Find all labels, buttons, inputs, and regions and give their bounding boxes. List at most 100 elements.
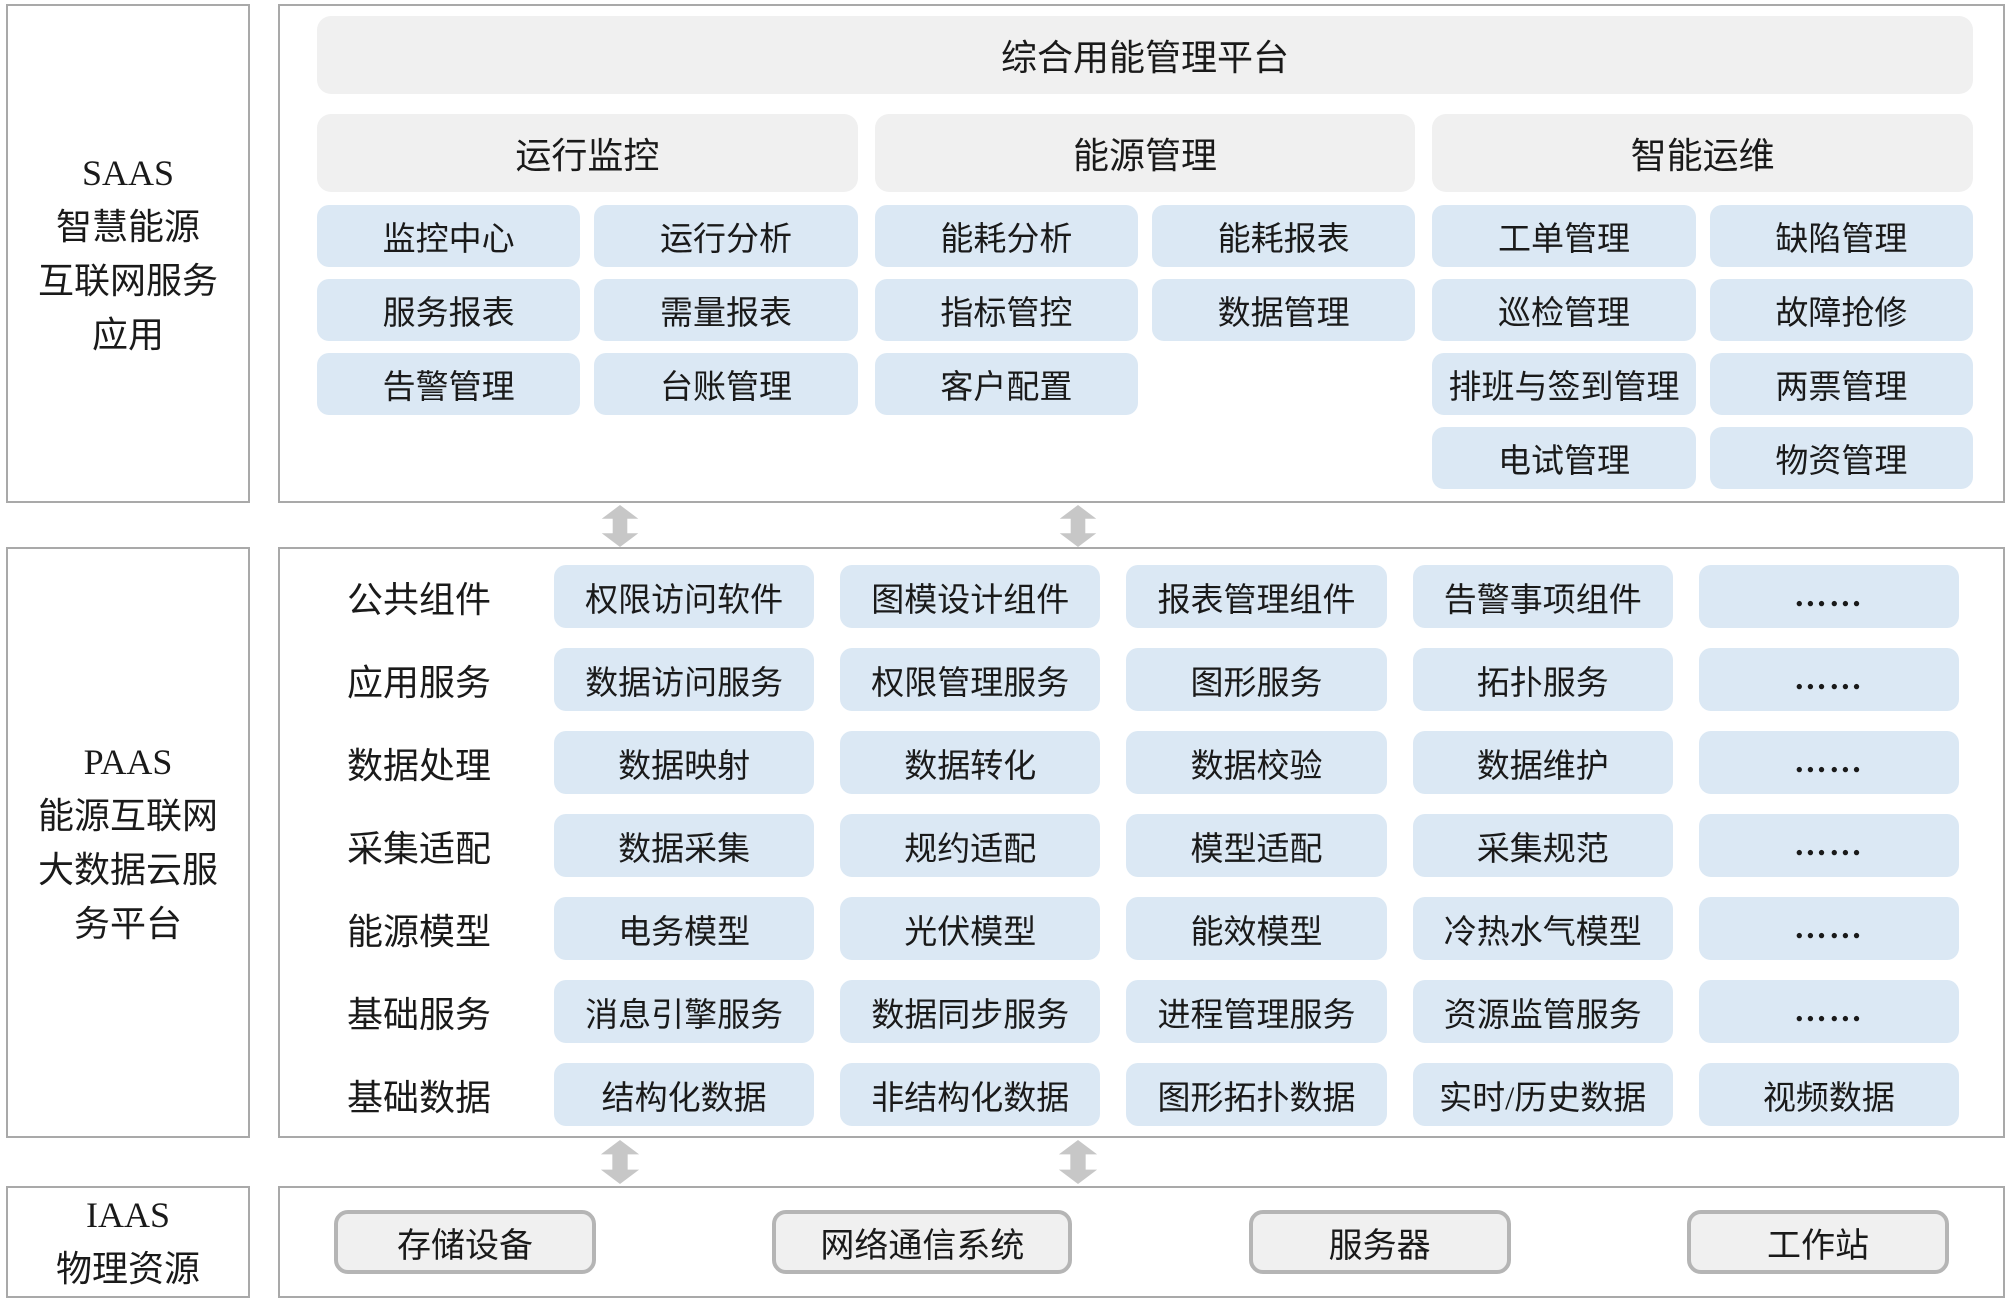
component-box: 规约适配 bbox=[840, 814, 1101, 877]
row-label: 能源模型 bbox=[346, 911, 491, 952]
component-box: 实时/历史数据 bbox=[1412, 1063, 1673, 1126]
paas-row-energy-models: 能源模型 电务模型 光伏模型 能效模型 冷热水气模型 …… bbox=[310, 897, 1960, 960]
component-box: 告警事项组件 bbox=[1412, 565, 1673, 628]
hardware-box-storage: 存储设备 bbox=[334, 1210, 596, 1274]
component-box: 消息引擎服务 bbox=[554, 980, 815, 1043]
component-box: 冷热水气模型 bbox=[1412, 897, 1673, 960]
ellipsis-box: …… bbox=[1698, 897, 1960, 960]
paas-row-basic-services: 基础服务 消息引擎服务 数据同步服务 进程管理服务 资源监管服务 …… bbox=[310, 980, 1960, 1043]
module-box: 台账管理 bbox=[594, 353, 858, 415]
component-box: 数据映射 bbox=[554, 731, 815, 794]
paas-row-collection-adaptation: 采集适配 数据采集 规约适配 模型适配 采集规范 …… bbox=[310, 814, 1960, 877]
module-box: 能耗报表 bbox=[1152, 205, 1416, 267]
saas-layer-label-line: 智慧能源 bbox=[55, 206, 200, 247]
module-box: 指标管控 bbox=[874, 279, 1138, 341]
row-label: 基础数据 bbox=[346, 1077, 491, 1118]
paas-layer-label-line: PAAS bbox=[83, 741, 173, 782]
saas-panel: 综合用能管理平台 运行监控 监控中心 运行分析 服务报表 需量报表 告警管理 台… bbox=[278, 4, 2005, 503]
module-box: 排班与签到管理 bbox=[1432, 353, 1696, 415]
hardware-box-network: 网络通信系统 bbox=[772, 1210, 1073, 1274]
component-box: 进程管理服务 bbox=[1126, 980, 1387, 1043]
component-box: 权限访问软件 bbox=[554, 565, 815, 628]
saas-layer-label-line: 应用 bbox=[91, 314, 164, 355]
paas-layer-label-line: 能源互联网 bbox=[37, 795, 218, 836]
component-box: 数据访问服务 bbox=[554, 648, 815, 711]
group-title: 能源管理 bbox=[874, 114, 1416, 192]
paas-row-common-components: 公共组件 权限访问软件 图模设计组件 报表管理组件 告警事项组件 …… bbox=[310, 565, 1960, 628]
row-label: 应用服务 bbox=[346, 662, 491, 703]
module-box-placeholder bbox=[1152, 353, 1415, 415]
module-box: 工单管理 bbox=[1432, 205, 1696, 267]
saas-groups: 运行监控 监控中心 运行分析 服务报表 需量报表 告警管理 台账管理 能源管理 … bbox=[317, 114, 1974, 489]
component-box: 数据维护 bbox=[1412, 731, 1673, 794]
component-box: 数据转化 bbox=[840, 731, 1101, 794]
component-box: 模型适配 bbox=[1126, 814, 1387, 877]
module-box: 两票管理 bbox=[1709, 353, 1974, 415]
component-box: 图形拓扑数据 bbox=[1126, 1063, 1387, 1126]
ellipsis-box: …… bbox=[1698, 731, 1960, 794]
paas-layer-label-line: 务平台 bbox=[73, 903, 182, 944]
saas-layer-label-line: 互联网服务 bbox=[37, 260, 218, 301]
group-modules: 工单管理 缺陷管理 巡检管理 故障抢修 排班与签到管理 两票管理 电试管理 物资… bbox=[1432, 205, 1974, 489]
saas-layer-label: SAAS 智慧能源 互联网服务 应用 bbox=[6, 4, 250, 503]
iaas-panel: 存储设备 网络通信系统 服务器 工作站 bbox=[278, 1186, 2005, 1298]
module-box: 需量报表 bbox=[594, 279, 858, 341]
component-box: 光伏模型 bbox=[840, 897, 1101, 960]
component-box: 数据采集 bbox=[554, 814, 815, 877]
component-box: 采集规范 bbox=[1412, 814, 1673, 877]
module-box: 数据管理 bbox=[1152, 279, 1416, 341]
hardware-box-server: 服务器 bbox=[1248, 1210, 1511, 1274]
double-arrow-icon bbox=[1059, 505, 1097, 547]
iaas-layer-label-line: IAAS bbox=[85, 1195, 170, 1235]
paas-layer-label-line: 大数据云服 bbox=[37, 849, 218, 890]
module-box: 能耗分析 bbox=[874, 205, 1138, 267]
module-box: 服务报表 bbox=[317, 279, 581, 341]
module-box: 客户配置 bbox=[874, 353, 1138, 415]
row-label: 基础服务 bbox=[346, 994, 491, 1035]
paas-panel: 公共组件 权限访问软件 图模设计组件 报表管理组件 告警事项组件 …… 应用服务… bbox=[278, 547, 2005, 1138]
saas-layer-label-line: SAAS bbox=[81, 152, 175, 193]
module-box: 故障抢修 bbox=[1709, 279, 1974, 341]
ellipsis-box: …… bbox=[1698, 980, 1960, 1043]
group-energy-management: 能源管理 能耗分析 能耗报表 指标管控 数据管理 客户配置 bbox=[874, 114, 1416, 489]
hardware-box-workstation: 工作站 bbox=[1686, 1210, 1949, 1274]
group-modules: 能耗分析 能耗报表 指标管控 数据管理 客户配置 bbox=[874, 205, 1416, 415]
double-arrow-icon bbox=[601, 505, 639, 547]
module-box: 运行分析 bbox=[594, 205, 858, 267]
component-box: 数据同步服务 bbox=[840, 980, 1101, 1043]
group-modules: 监控中心 运行分析 服务报表 需量报表 告警管理 台账管理 bbox=[317, 205, 858, 415]
component-box: 能效模型 bbox=[1126, 897, 1387, 960]
ellipsis-box: …… bbox=[1698, 648, 1960, 711]
component-box: 图形服务 bbox=[1126, 648, 1387, 711]
group-title: 运行监控 bbox=[317, 114, 858, 192]
double-arrow-icon bbox=[600, 1140, 640, 1184]
module-box: 监控中心 bbox=[317, 205, 581, 267]
row-label: 采集适配 bbox=[346, 828, 491, 869]
iaas-layer-label: IAAS 物理资源 bbox=[6, 1186, 250, 1298]
paas-row-application-services: 应用服务 数据访问服务 权限管理服务 图形服务 拓扑服务 …… bbox=[310, 648, 1960, 711]
module-box: 缺陷管理 bbox=[1709, 205, 1974, 267]
component-box: 电务模型 bbox=[554, 897, 815, 960]
ellipsis-box: …… bbox=[1698, 814, 1960, 877]
module-box: 物资管理 bbox=[1709, 427, 1974, 489]
component-box: 结构化数据 bbox=[554, 1063, 815, 1126]
paas-row-data-processing: 数据处理 数据映射 数据转化 数据校验 数据维护 …… bbox=[310, 731, 1960, 794]
platform-title: 综合用能管理平台 bbox=[317, 16, 1973, 94]
group-operation-monitoring: 运行监控 监控中心 运行分析 服务报表 需量报表 告警管理 台账管理 bbox=[317, 114, 858, 489]
component-box: 拓扑服务 bbox=[1412, 648, 1673, 711]
component-box: 图模设计组件 bbox=[840, 565, 1101, 628]
row-label: 公共组件 bbox=[346, 579, 491, 620]
module-box: 告警管理 bbox=[317, 353, 581, 415]
component-box: 数据校验 bbox=[1126, 731, 1387, 794]
module-box: 电试管理 bbox=[1432, 427, 1696, 489]
row-label: 数据处理 bbox=[346, 745, 491, 786]
module-box: 巡检管理 bbox=[1432, 279, 1696, 341]
double-arrow-icon bbox=[1058, 1140, 1098, 1184]
iaas-layer-label-line: 物理资源 bbox=[55, 1249, 200, 1289]
component-box: 资源监管服务 bbox=[1412, 980, 1673, 1043]
paas-row-basic-data: 基础数据 结构化数据 非结构化数据 图形拓扑数据 实时/历史数据 视频数据 bbox=[310, 1063, 1960, 1126]
component-box: 报表管理组件 bbox=[1126, 565, 1387, 628]
component-box: 视频数据 bbox=[1698, 1063, 1960, 1126]
group-intelligent-om: 智能运维 工单管理 缺陷管理 巡检管理 故障抢修 排班与签到管理 两票管理 电试… bbox=[1432, 114, 1974, 489]
ellipsis-box: …… bbox=[1698, 565, 1960, 628]
